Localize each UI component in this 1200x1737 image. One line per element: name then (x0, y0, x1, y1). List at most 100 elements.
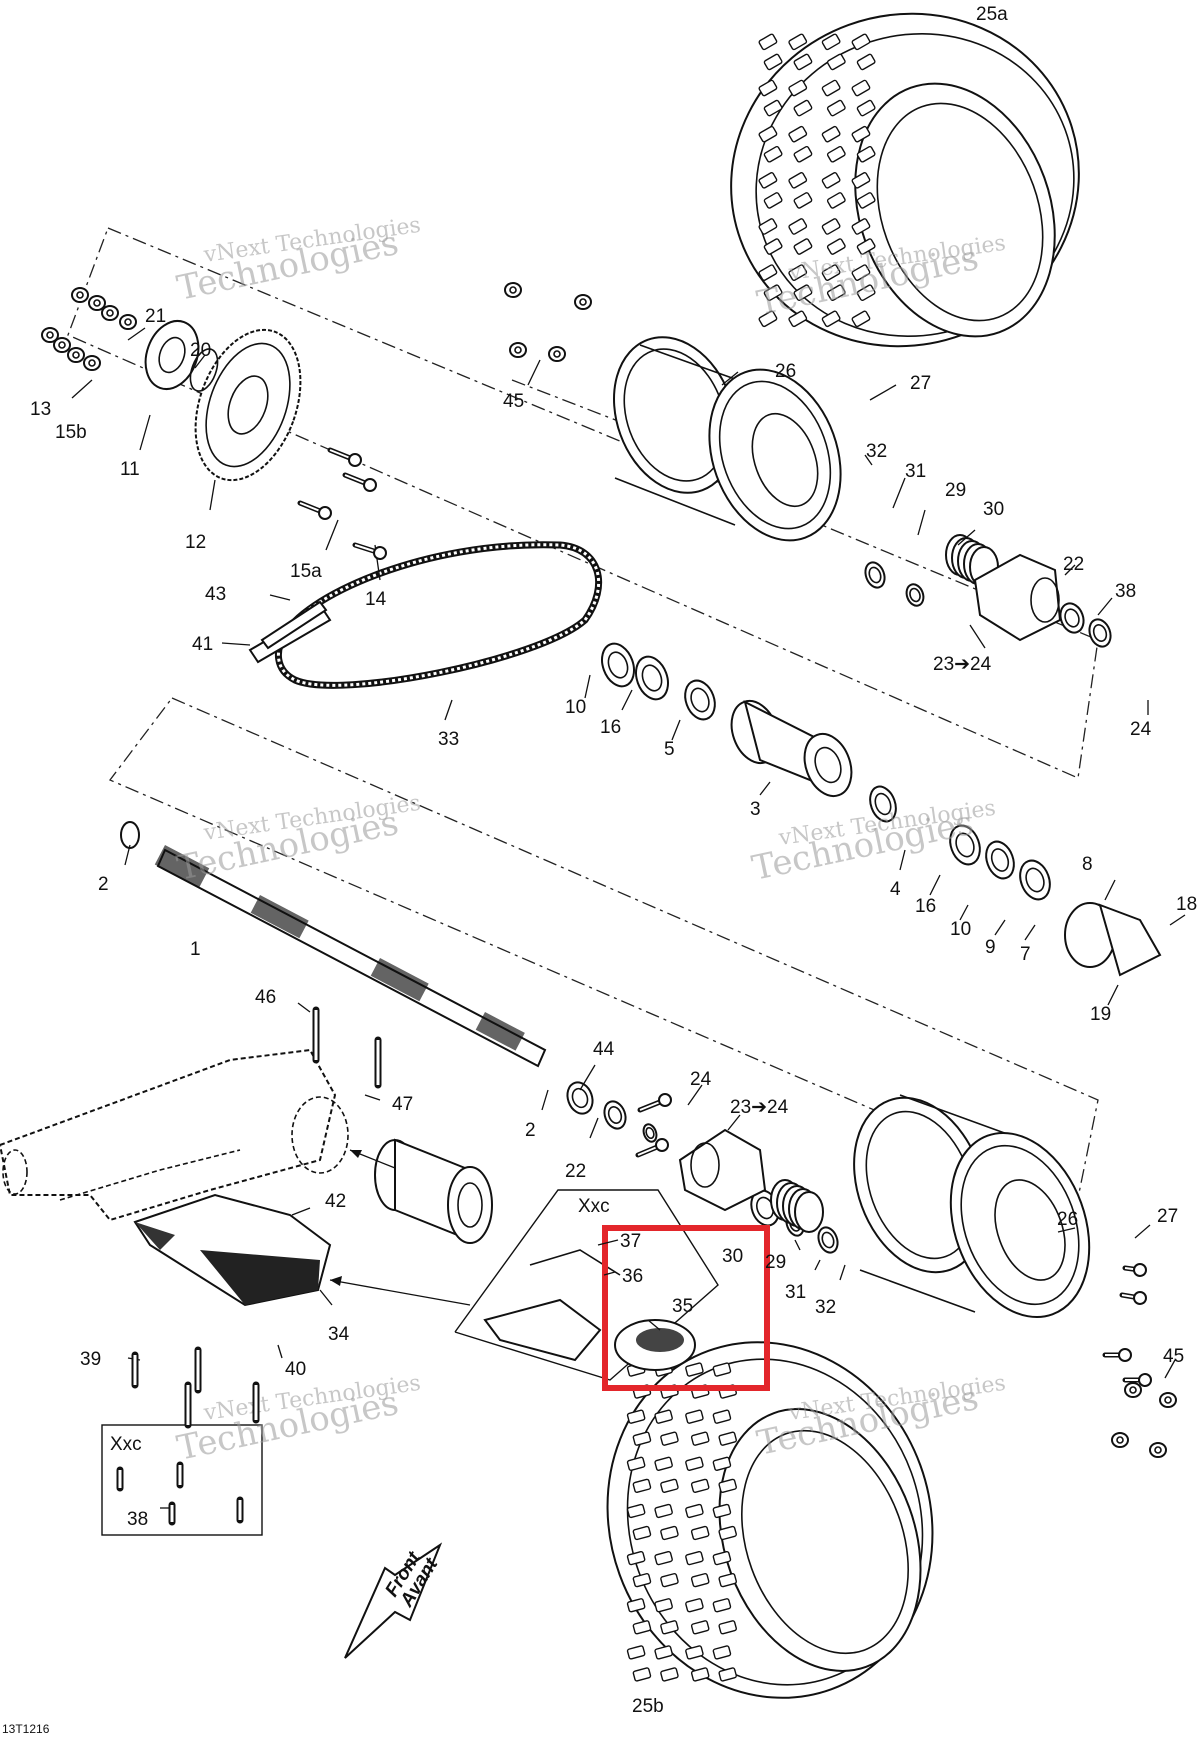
rim-upper (613, 336, 842, 542)
upper-bearings-seals (566, 534, 1112, 1254)
skid-plate (133, 1193, 332, 1307)
seal-ring-inner (821, 1231, 835, 1249)
tread-block (793, 238, 813, 255)
tread-block (763, 238, 783, 255)
tread-block (718, 1620, 737, 1635)
tread-block (793, 192, 813, 209)
part-label: 44 (593, 1039, 615, 1060)
nut (574, 294, 592, 310)
nut (41, 327, 59, 343)
nut-hole (509, 286, 517, 294)
inset-pointer-arrow (329, 1279, 471, 1306)
tread-block (856, 99, 876, 117)
seal-ring-inner (645, 1126, 655, 1140)
tread-block (788, 79, 808, 97)
rear-axle (120, 821, 547, 1068)
tread-block (826, 192, 846, 209)
tread-block (788, 310, 808, 328)
tread-block (788, 33, 808, 51)
wheel-hub-lower (678, 1128, 767, 1212)
bolt-head (363, 478, 377, 492)
tread-block (763, 53, 783, 71)
seal-ring-inner (641, 664, 663, 692)
part-label: 3 (750, 799, 761, 820)
part-label: 31 (785, 1282, 806, 1303)
tread-block (660, 1667, 679, 1682)
tread-block (851, 79, 871, 97)
tread-block (690, 1572, 710, 1588)
tread-block (788, 172, 808, 189)
tread-block (758, 79, 778, 97)
nut (83, 355, 101, 371)
tire-top-tread (758, 33, 876, 328)
tread-block (654, 1409, 673, 1424)
tread-block (718, 1667, 737, 1682)
tread-block (626, 1645, 646, 1660)
rim-lower (853, 1094, 1091, 1318)
tread-block (826, 284, 846, 302)
tread-block (758, 33, 778, 51)
tread-block (793, 99, 813, 117)
bolt-head (655, 1138, 669, 1152)
part-label: 16 (600, 717, 621, 738)
tread-block (821, 218, 841, 235)
bolt-head (1133, 1263, 1147, 1277)
nut (67, 347, 85, 363)
part-label: 2 (98, 874, 109, 895)
tread-block (793, 145, 813, 163)
tread-block (626, 1550, 646, 1566)
nut-hole (514, 346, 522, 354)
seal-ring (566, 1081, 594, 1115)
tread-block (851, 264, 871, 281)
part-label: 45 (503, 391, 524, 412)
part-label: 39 (80, 1349, 101, 1370)
tread-block (821, 33, 841, 51)
tread-block (685, 1503, 704, 1519)
part-label: 19 (1090, 1004, 1111, 1025)
tread-block (718, 1525, 737, 1541)
eccentric-housing (730, 700, 853, 797)
tread-block (626, 1456, 646, 1471)
part-label: 29 (945, 480, 966, 501)
inset-title-left: Xxc (110, 1434, 142, 1455)
seal-ring (817, 1226, 839, 1254)
tread-block (851, 125, 871, 143)
tread-block (788, 125, 808, 143)
part-label: 10 (950, 919, 971, 940)
bolt-set (116, 447, 1152, 1526)
seal-ring-inner (607, 1106, 623, 1124)
tread-block (718, 1572, 737, 1588)
seal-ring-inner (571, 1087, 589, 1109)
nut (504, 282, 522, 298)
tread-block (826, 238, 846, 255)
part-label: 11 (120, 459, 140, 480)
tread-block (654, 1456, 673, 1471)
part-label: 32 (815, 1297, 836, 1318)
tread-block (690, 1525, 710, 1541)
tread-block (856, 192, 876, 209)
part-label: 30 (722, 1246, 743, 1267)
tread-block (654, 1550, 673, 1566)
tread-block (763, 192, 783, 209)
tread-block (685, 1550, 704, 1566)
tread-block (654, 1503, 673, 1519)
part-label: 38 (1115, 581, 1136, 602)
part-label: 45 (1163, 1346, 1184, 1367)
tread-block (690, 1620, 710, 1635)
tread-block (626, 1409, 646, 1424)
part-label: 46 (255, 987, 276, 1008)
part-label: 7 (1020, 944, 1031, 965)
bolt-head (1133, 1291, 1147, 1305)
tread-block (626, 1503, 646, 1519)
tread-block (826, 53, 846, 71)
highlight-box (602, 1225, 770, 1391)
nut (1149, 1442, 1167, 1458)
seal-ring (635, 655, 669, 701)
tread-block (851, 218, 871, 235)
part-label: 22 (1063, 554, 1084, 575)
nut (53, 337, 71, 353)
part-labels: 25a 25b 21 20 13 15b 11 12 15a 14 43 41 … (2, 4, 1197, 1736)
tread-block (758, 172, 778, 189)
nut-hole (1154, 1446, 1162, 1454)
